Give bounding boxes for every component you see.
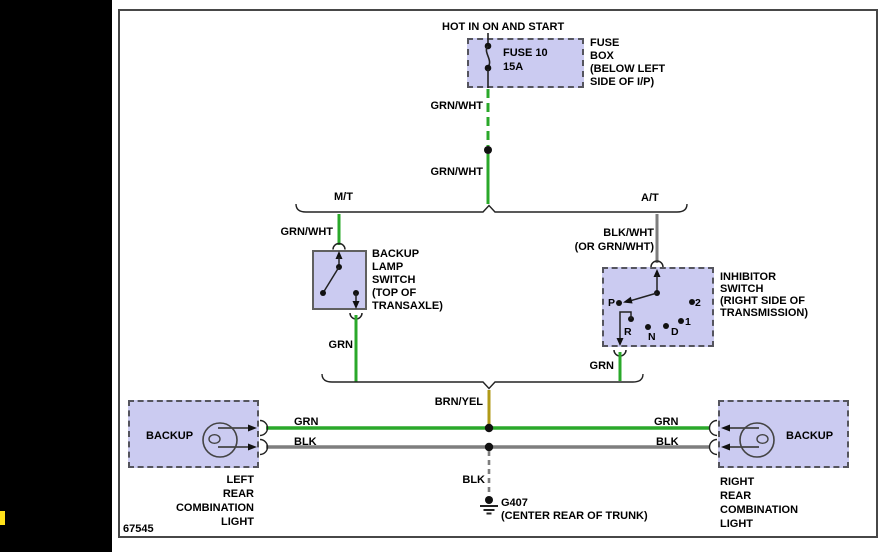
inhibitor-switch-label: INHIBITOR SWITCH (RIGHT SIDE OF TRANSMIS… (720, 271, 808, 319)
right-bulb-icon (739, 422, 775, 458)
inh-contact-n (645, 324, 651, 330)
right-bulb-filament (756, 434, 769, 445)
diagram-frame (118, 9, 878, 538)
splice-dot-upper (484, 146, 492, 154)
wire-label-grn-wht-lower: GRN/WHT (430, 166, 483, 178)
bls-switch-blade (322, 266, 340, 294)
right-lamp-name-label: RIGHT REAR COMBINATION LIGHT (720, 476, 799, 530)
ground-label: G407 (CENTER REAR OF TRUNK) (501, 497, 648, 522)
connector-arc-bls-top (332, 242, 346, 250)
diagram-number: 67545 (123, 523, 154, 535)
backup-lamp-switch-label: BACKUP LAMP SWITCH (TOP OF TRANSAXLE) (372, 248, 443, 312)
branch-label-mt: M/T (334, 191, 353, 203)
inh-wiper (627, 292, 658, 303)
wire-label-grn-left: GRN (294, 416, 319, 428)
inh-pos-d: D (671, 326, 679, 338)
fuse-rating: 15A (503, 61, 524, 73)
backup-lamp-switch-box (312, 250, 367, 310)
wire-label-brn-yel: BRN/YEL (434, 396, 483, 408)
inh-pos-p: P (608, 297, 615, 309)
inh-contact-d (663, 323, 669, 329)
wire-label-grn-right: GRN (654, 416, 679, 428)
wire-label-blk-left: BLK (294, 436, 317, 448)
splice-dot-grn (484, 423, 494, 433)
left-lamp-name-label: LEFT REAR COMBINATION LIGHT (175, 474, 254, 528)
arrow-left-icon (721, 424, 730, 432)
wire-label-blk-ground: BLK (462, 474, 485, 486)
wire-label-grn-wht-mt: GRN/WHT (280, 226, 333, 238)
inh-contact-1 (678, 318, 684, 324)
yellow-marker (0, 511, 5, 525)
inh-contact-p (616, 300, 622, 306)
arrow-left-icon (721, 443, 730, 451)
inh-contact-2 (689, 299, 695, 305)
arrow-up-icon (335, 251, 343, 259)
arrow-up-icon (653, 269, 661, 277)
left-black-mask (0, 0, 112, 552)
connector-arc-right-bottom (708, 438, 718, 456)
left-bulb-icon (202, 422, 238, 458)
split-bracket (295, 203, 688, 213)
bls-contact-left (320, 290, 326, 296)
inh-pos-2: 2 (695, 297, 701, 309)
connector-arc-right-top (708, 419, 718, 437)
fuse-box: FUSE 10 15A (467, 38, 584, 88)
wire-label-blk-right: BLK (656, 436, 679, 448)
inh-pos-r: R (624, 326, 632, 338)
arrow-left-icon (623, 296, 633, 304)
left-bulb-filament (208, 434, 221, 445)
connector-arc-inh-top (650, 260, 664, 268)
fuse-name: FUSE 10 (503, 47, 548, 59)
splice-dot-blk (484, 442, 494, 452)
arrow-right-icon (248, 424, 257, 432)
inh-r-out-lead (619, 311, 632, 340)
fuse-box-location-label: FUSE BOX (BELOW LEFT SIDE OF I/P) (590, 37, 666, 88)
right-bulb-label: BACKUP (786, 430, 834, 442)
inhibitor-switch-box (602, 267, 714, 347)
wire-label-grn-wht-upper: GRN/WHT (430, 100, 483, 112)
connector-arc-left-top (259, 419, 269, 437)
inh-pos-1: 1 (685, 316, 691, 328)
left-bulb-label: BACKUP (146, 430, 194, 442)
arrow-down-icon (352, 301, 360, 309)
wire-label-blk-wht-at: BLK/WHT (OR GRN/WHT) (574, 227, 654, 253)
arrow-right-icon (248, 443, 257, 451)
arrow-down-icon (616, 338, 624, 346)
inh-pos-n: N (648, 331, 656, 343)
wire-label-grn-mt: GRN (328, 339, 353, 351)
connector-arc-left-bottom (259, 438, 269, 456)
ground-dot (485, 496, 493, 504)
fuse-terminal-bottom (484, 64, 492, 72)
right-backup-lamp-box: BACKUP (718, 400, 849, 468)
branch-label-at: A/T (641, 192, 659, 204)
power-source-label: HOT IN ON AND START (442, 21, 565, 33)
merge-bracket (321, 373, 644, 390)
left-backup-lamp-box: BACKUP (128, 400, 259, 468)
wire-label-grn-at: GRN (589, 360, 614, 372)
